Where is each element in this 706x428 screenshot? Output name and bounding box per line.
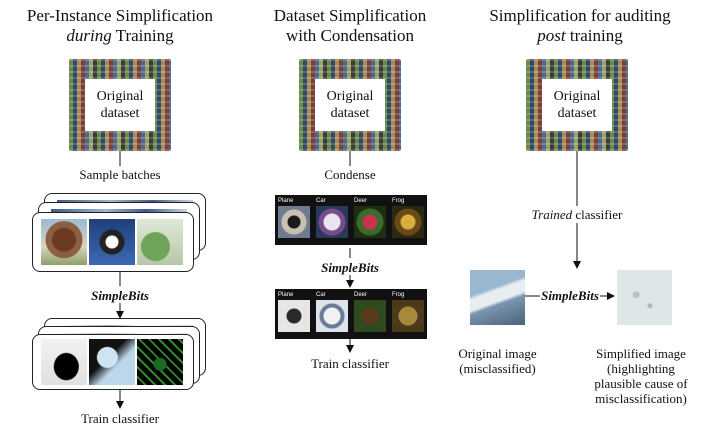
col2-condense-label: Condense: [324, 167, 376, 182]
simplified-caption-line3: plausible cause of: [594, 376, 688, 391]
condensed-cell-frog: Frog: [391, 197, 425, 243]
condensed-cell-car: Car: [315, 197, 349, 243]
col1-title-rest: Training: [115, 26, 174, 45]
condensed-cell-deer: Deer: [353, 197, 387, 243]
col1-title-line1: Per-Instance Simplification: [26, 6, 214, 25]
original-caption-line2: (misclassified): [459, 361, 536, 376]
simplified-image: [617, 270, 672, 325]
col1-simplebits-label: SimpleBits: [91, 288, 149, 303]
col1-original-dataset: Original dataset: [69, 59, 171, 151]
col1-train-classifier-label: Train classifier: [81, 411, 159, 426]
original-misclassified-image: [470, 270, 525, 325]
col2-original-dataset: Original dataset: [299, 59, 401, 151]
simplified-cell-frog: Frog: [391, 291, 425, 337]
col1-dataset-line2: dataset: [100, 106, 140, 121]
col1-sample-batches-label: Sample batches: [79, 167, 161, 182]
plane-image: [89, 219, 135, 265]
simplified-cell-car: Car: [315, 291, 349, 337]
simplified-deer-image: [41, 339, 87, 385]
col3-dataset-line1: Original: [553, 89, 601, 104]
simplified-caption-line2: (highlighting: [607, 361, 675, 376]
col3-title-italic: post: [537, 26, 566, 45]
simplified-cell-deer: Deer: [353, 291, 387, 337]
condensed-label-deer: Deer: [354, 198, 368, 204]
condensed-cell-plane: Plane: [277, 197, 311, 243]
simplified-frog-image: [137, 339, 183, 385]
col3-original-caption: Original image (misclassified): [445, 346, 550, 376]
condensed-label-plane: Plane: [278, 198, 294, 204]
col3-title-line2: post training: [460, 26, 700, 46]
simplified-label-deer: Deer: [354, 292, 368, 298]
simplified-condensed-grid: Plane Car Deer Frog: [275, 289, 427, 339]
col1-title-line2: during Training: [0, 26, 240, 46]
col3-trained-rest: classifier: [575, 207, 623, 222]
col3-title-rest: training: [569, 26, 623, 45]
col3-trained-classifier-label: Trained classifier: [497, 207, 657, 222]
simplified-card-front: [32, 334, 194, 390]
col3-title: Simplification for auditing post trainin…: [460, 6, 700, 46]
condensed-grid: Plane Car Deer Frog: [275, 195, 427, 245]
col2-dataset-line1: Original: [326, 89, 374, 104]
simplified-label-plane: Plane: [278, 292, 294, 298]
condensed-label-car: Car: [316, 198, 326, 204]
deer-image: [41, 219, 87, 265]
col3-simplebits-label: SimpleBits: [541, 288, 599, 303]
condensed-label-frog: Frog: [392, 198, 405, 204]
frog-image: [137, 219, 183, 265]
simplified-plane-image: [89, 339, 135, 385]
col2-title: Dataset Simplification with Condensation: [245, 6, 455, 46]
col3-original-dataset: Original dataset: [526, 59, 628, 151]
col2-title-line2: with Condensation: [286, 26, 414, 45]
simplified-label-frog: Frog: [392, 292, 405, 298]
col2-dataset-line2: dataset: [330, 106, 370, 121]
col2-simplebits-label: SimpleBits: [321, 260, 379, 275]
simplified-cell-plane: Plane: [277, 291, 311, 337]
batch-card-front: [32, 212, 194, 272]
col1-title-italic: during: [66, 26, 112, 45]
col1-dataset-line1: Original: [96, 89, 144, 104]
col3-trained-italic: Trained: [531, 207, 573, 222]
col3-simplified-caption: Simplified image (highlighting plausible…: [581, 346, 701, 406]
simplified-label-car: Car: [316, 292, 326, 298]
col1-title: Per-Instance Simplification during Train…: [0, 6, 240, 46]
col3-dataset-line2: dataset: [557, 106, 597, 121]
simplified-caption-line4: misclassification): [595, 391, 687, 406]
col2-train-classifier-label: Train classifier: [311, 356, 389, 371]
col3-title-line1: Simplification for auditing: [489, 6, 671, 25]
original-caption-line1: Original image: [458, 346, 537, 361]
simplified-caption-line1: Simplified image: [596, 346, 686, 361]
col2-title-line1: Dataset Simplification: [273, 6, 427, 25]
